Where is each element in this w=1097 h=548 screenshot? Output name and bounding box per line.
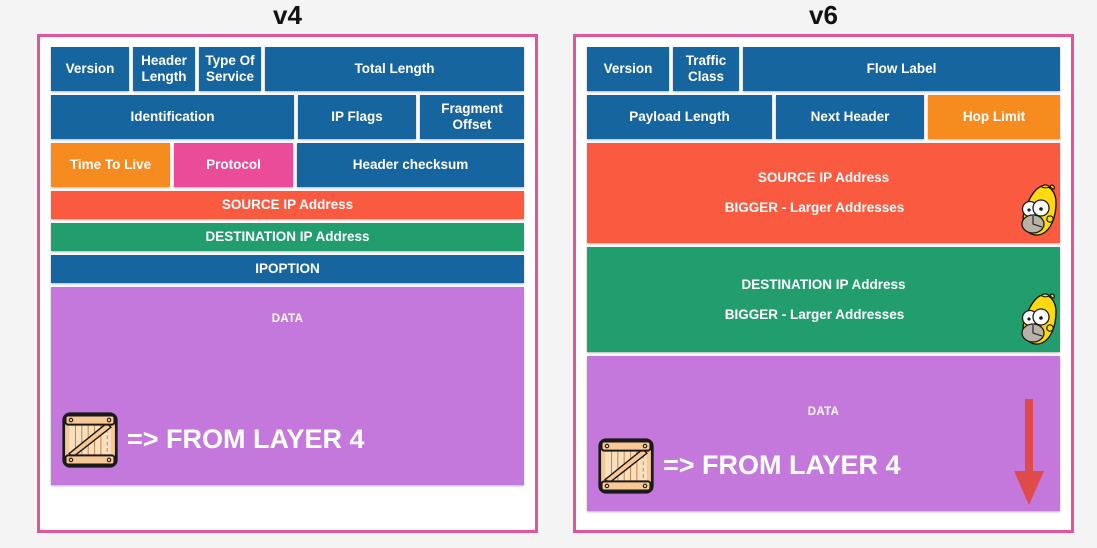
ipv4-header-row-2: Identification IP Flags Fragment Offset — [51, 95, 524, 139]
field-header-length[interactable]: Header Length — [133, 47, 195, 91]
data-label: DATA — [807, 406, 840, 418]
field-destination-ip-address[interactable]: DESTINATION IP Address BIGGER - Larger A… — [587, 247, 1060, 352]
ipv4-header-row-1: Version Header Length Type Of Service To… — [51, 47, 524, 91]
field-flow-label[interactable]: Flow Label — [743, 47, 1060, 91]
field-version[interactable]: Version — [587, 47, 669, 91]
field-version[interactable]: Version — [51, 47, 129, 91]
field-hop-limit[interactable]: Hop Limit — [928, 95, 1060, 139]
destination-ip-title: DESTINATION IP Address — [741, 276, 906, 292]
field-ipoption[interactable]: IPOPTION — [51, 255, 524, 283]
ipv4-source-row: SOURCE IP Address — [51, 191, 524, 219]
homer-simpson-icon — [1021, 184, 1057, 236]
ipv4-panel: Version Header Length Type Of Service To… — [37, 34, 538, 533]
from-layer4-label: => FROM LAYER 4 — [663, 450, 901, 481]
field-header-checksum[interactable]: Header checksum — [297, 143, 524, 187]
ipv6-title: v6 — [809, 0, 838, 30]
field-identification[interactable]: Identification — [51, 95, 294, 139]
crate-icon — [62, 412, 118, 468]
ipv6-header-row-1: Version Traffic Class Flow Label — [587, 47, 1060, 91]
field-data[interactable]: DATA — [587, 356, 1060, 511]
ipv4-rows: Version Header Length Type Of Service To… — [51, 47, 524, 518]
ipv4-column: v4 Version Header Length Type Of Service… — [37, 0, 538, 548]
field-fragment-offset[interactable]: Fragment Offset — [420, 95, 524, 139]
field-payload-length[interactable]: Payload Length — [587, 95, 772, 139]
ipv6-column: v6 Version Traffic Class Flow Label Payl… — [573, 0, 1074, 548]
from-layer4-label: => FROM LAYER 4 — [127, 424, 365, 455]
field-protocol[interactable]: Protocol — [174, 143, 293, 187]
field-next-header[interactable]: Next Header — [776, 95, 924, 139]
field-traffic-class[interactable]: Traffic Class — [673, 47, 739, 91]
ipv6-header-row-2: Payload Length Next Header Hop Limit — [587, 95, 1060, 139]
ipv6-rows: Version Traffic Class Flow Label Payload… — [587, 47, 1060, 518]
homer-simpson-icon — [1021, 293, 1057, 345]
ipv4-data-row: DATA — [51, 287, 524, 485]
ipv6-source-row: SOURCE IP Address BIGGER - Larger Addres… — [587, 143, 1060, 243]
field-data[interactable]: DATA — [51, 287, 524, 485]
crate-icon — [598, 438, 654, 494]
data-label: DATA — [271, 313, 304, 325]
source-ip-note: BIGGER - Larger Addresses — [724, 200, 905, 215]
field-source-ip-address[interactable]: SOURCE IP Address BIGGER - Larger Addres… — [587, 143, 1060, 243]
ipv4-ipoption-row: IPOPTION — [51, 255, 524, 283]
field-destination-ip-address[interactable]: DESTINATION IP Address — [51, 223, 524, 251]
from-layer4-group: => FROM LAYER 4 — [597, 437, 901, 495]
destination-ip-note: BIGGER - Larger Addresses — [724, 306, 905, 322]
field-source-ip-address[interactable]: SOURCE IP Address — [51, 191, 524, 219]
from-layer4-group: => FROM LAYER 4 — [61, 411, 365, 469]
ipv4-title: v4 — [273, 0, 302, 30]
field-ip-flags[interactable]: IP Flags — [298, 95, 416, 139]
down-arrow-icon — [1014, 399, 1044, 505]
field-total-length[interactable]: Total Length — [265, 47, 524, 91]
ipv4-destination-row: DESTINATION IP Address — [51, 223, 524, 251]
ipv6-data-row: DATA — [587, 356, 1060, 511]
field-type-of-service[interactable]: Type Of Service — [199, 47, 261, 91]
ipv6-panel: Version Traffic Class Flow Label Payload… — [573, 34, 1074, 533]
ipv4-header-row-3: Time To Live Protocol Header checksum — [51, 143, 524, 187]
source-ip-title: SOURCE IP Address — [757, 170, 890, 186]
field-time-to-live[interactable]: Time To Live — [51, 143, 170, 187]
ipv6-destination-row: DESTINATION IP Address BIGGER - Larger A… — [587, 247, 1060, 352]
